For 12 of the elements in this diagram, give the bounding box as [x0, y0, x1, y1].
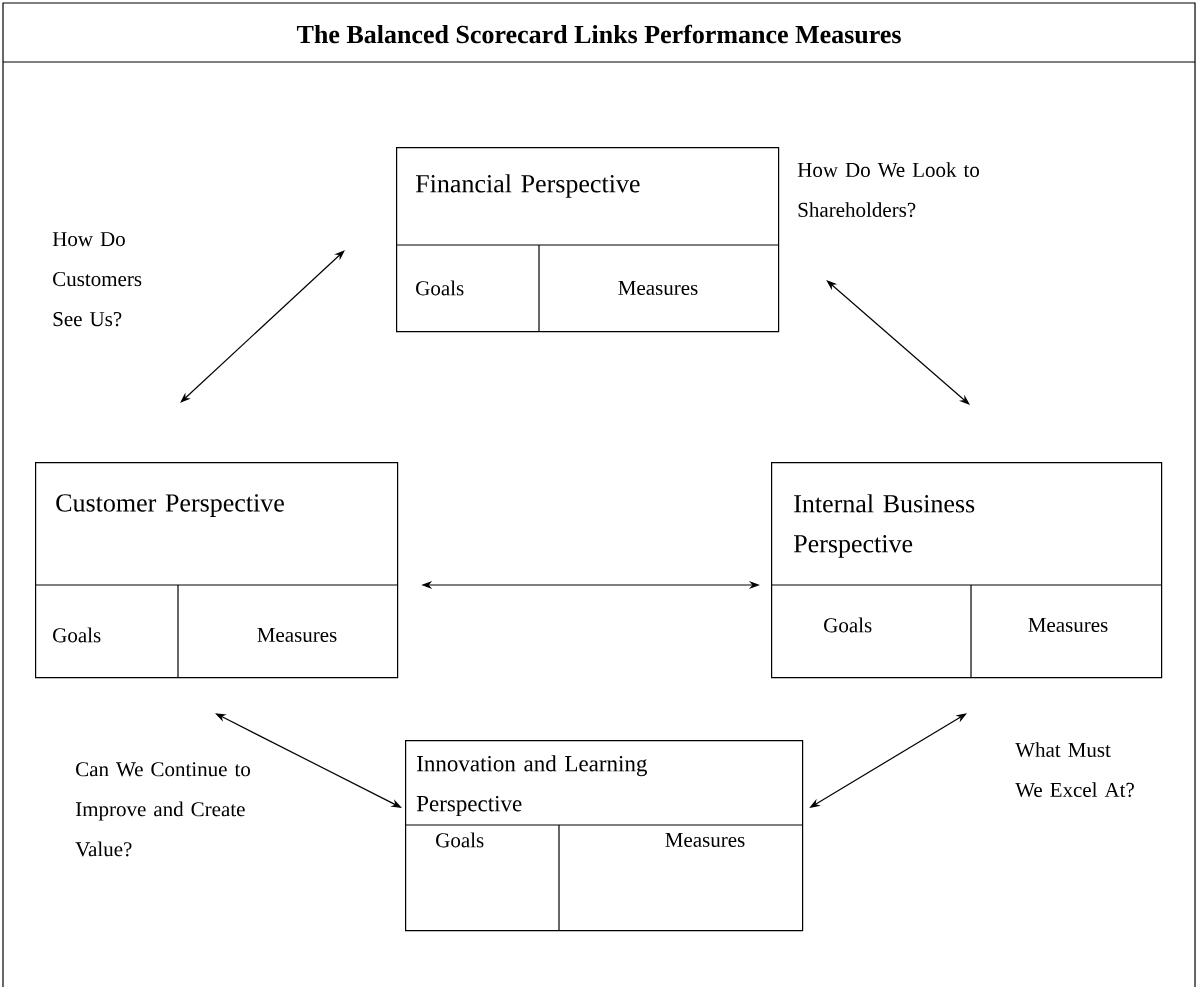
title: The Balanced Scorecard Links Performance Measures — [296, 24, 901, 44]
question-text: What Must We Excel At? — [1015, 742, 1134, 798]
arrow — [180, 250, 345, 403]
question-text: How Do Customers See Us? — [52, 232, 142, 327]
scorecard-box: Customer Perspective Goals Measures — [34, 462, 399, 679]
question-text: Can We Continue to Improve and Create Value? — [75, 762, 251, 857]
scorecard-box: Financial Perspective Goals Measures — [395, 147, 780, 333]
arrow — [215, 713, 402, 808]
scorecard-box: Innovation and Learning Perspective Goals Measures — [404, 740, 804, 932]
scorecard-box: Internal Business Perspective Goals Measures — [770, 462, 1163, 679]
question-text: How Do We Look to Shareholders? — [797, 162, 980, 218]
arrow — [826, 280, 970, 405]
